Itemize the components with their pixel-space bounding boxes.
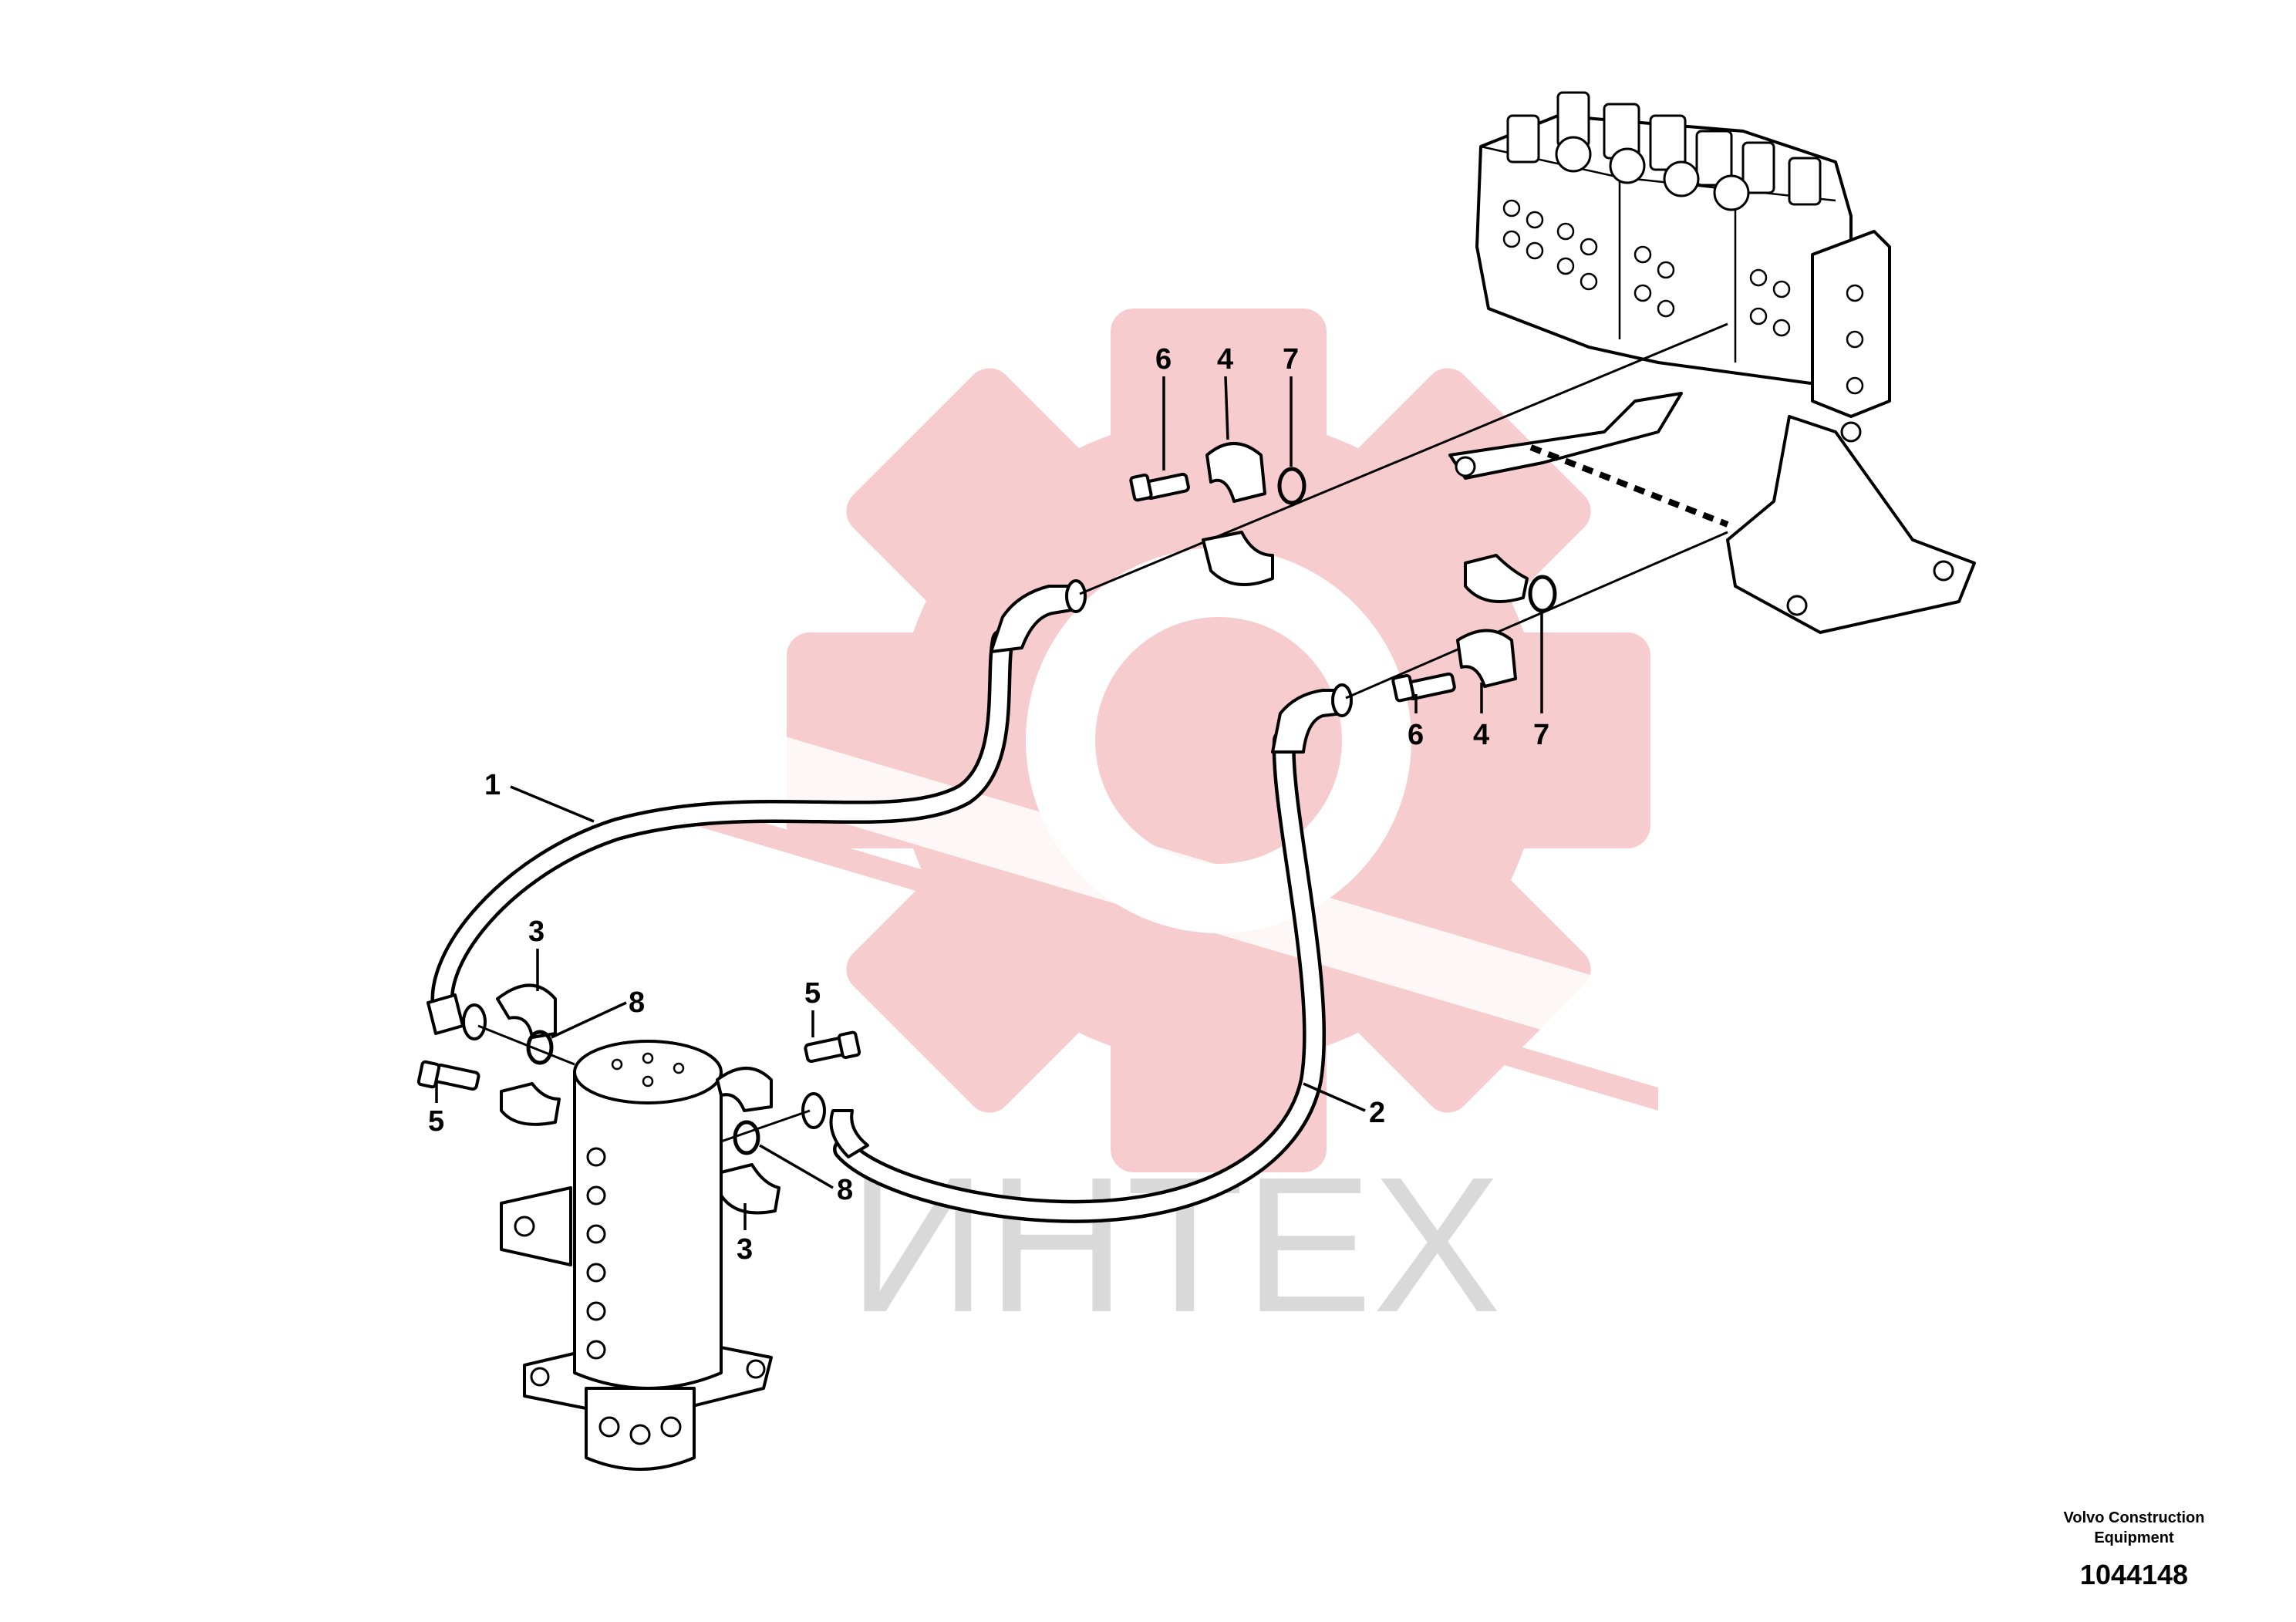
watermark-text: ИНТЕХ bbox=[848, 1137, 1501, 1352]
o-ring-7-lower bbox=[1528, 575, 1557, 613]
clamp-3-right-b bbox=[720, 1163, 781, 1215]
clamp-4-lower-a bbox=[1456, 629, 1517, 688]
bolt-6-lower bbox=[1391, 672, 1456, 703]
bolt-5-right bbox=[804, 1030, 861, 1064]
drawing-caption: Volvo Construction Equipment 1044148 bbox=[2041, 1508, 2227, 1591]
callout-5-right: 5 bbox=[804, 977, 821, 1010]
callout-2: 2 bbox=[1369, 1097, 1385, 1129]
clamp-4-upper-b bbox=[1202, 531, 1274, 586]
company-name-line2: Equipment bbox=[2094, 1529, 2174, 1546]
callout-8-upper: 8 bbox=[629, 986, 645, 1019]
callouts: 1 2 3 3 4 4 5 5 6 6 7 7 8 bbox=[428, 343, 1549, 1266]
hose-1 bbox=[426, 579, 1087, 1040]
clamp-4-lower-b bbox=[1464, 554, 1529, 603]
o-ring-7-upper bbox=[1277, 467, 1306, 505]
callout-6-upper: 6 bbox=[1155, 343, 1172, 376]
clamp-3-left-b bbox=[500, 1082, 561, 1126]
callout-7-upper: 7 bbox=[1283, 343, 1299, 376]
callout-4-upper: 4 bbox=[1217, 343, 1233, 376]
bolt-6-upper bbox=[1129, 472, 1190, 502]
callout-6-lower: 6 bbox=[1408, 719, 1424, 751]
clamp-3-right-a bbox=[716, 1067, 773, 1112]
hose-2 bbox=[801, 683, 1353, 1223]
drawing-number: 1044148 bbox=[2079, 1559, 2189, 1590]
callout-7-lower: 7 bbox=[1533, 719, 1549, 751]
callout-5-left: 5 bbox=[428, 1105, 444, 1138]
callout-4-lower: 4 bbox=[1473, 719, 1489, 751]
clamp-3-left-a bbox=[496, 983, 557, 1039]
callout-8-lower: 8 bbox=[837, 1174, 853, 1206]
control-valve-assembly bbox=[1448, 91, 1976, 634]
callout-3-upper: 3 bbox=[528, 916, 544, 948]
clamp-4-upper-a bbox=[1205, 442, 1266, 503]
bolt-5-left bbox=[416, 1060, 480, 1091]
o-ring-8-left bbox=[526, 1030, 554, 1065]
callout-3-lower: 3 bbox=[737, 1233, 753, 1266]
o-ring-8-right bbox=[733, 1120, 760, 1155]
callout-1: 1 bbox=[484, 769, 501, 801]
watermark-gear-icon bbox=[694, 309, 1658, 1172]
company-name: Volvo Construction Equipment bbox=[2041, 1508, 2227, 1548]
watermark: ИНТЕХ bbox=[694, 309, 1658, 1352]
swivel-joint bbox=[500, 1040, 773, 1471]
company-name-line1: Volvo Construction bbox=[2063, 1509, 2205, 1526]
